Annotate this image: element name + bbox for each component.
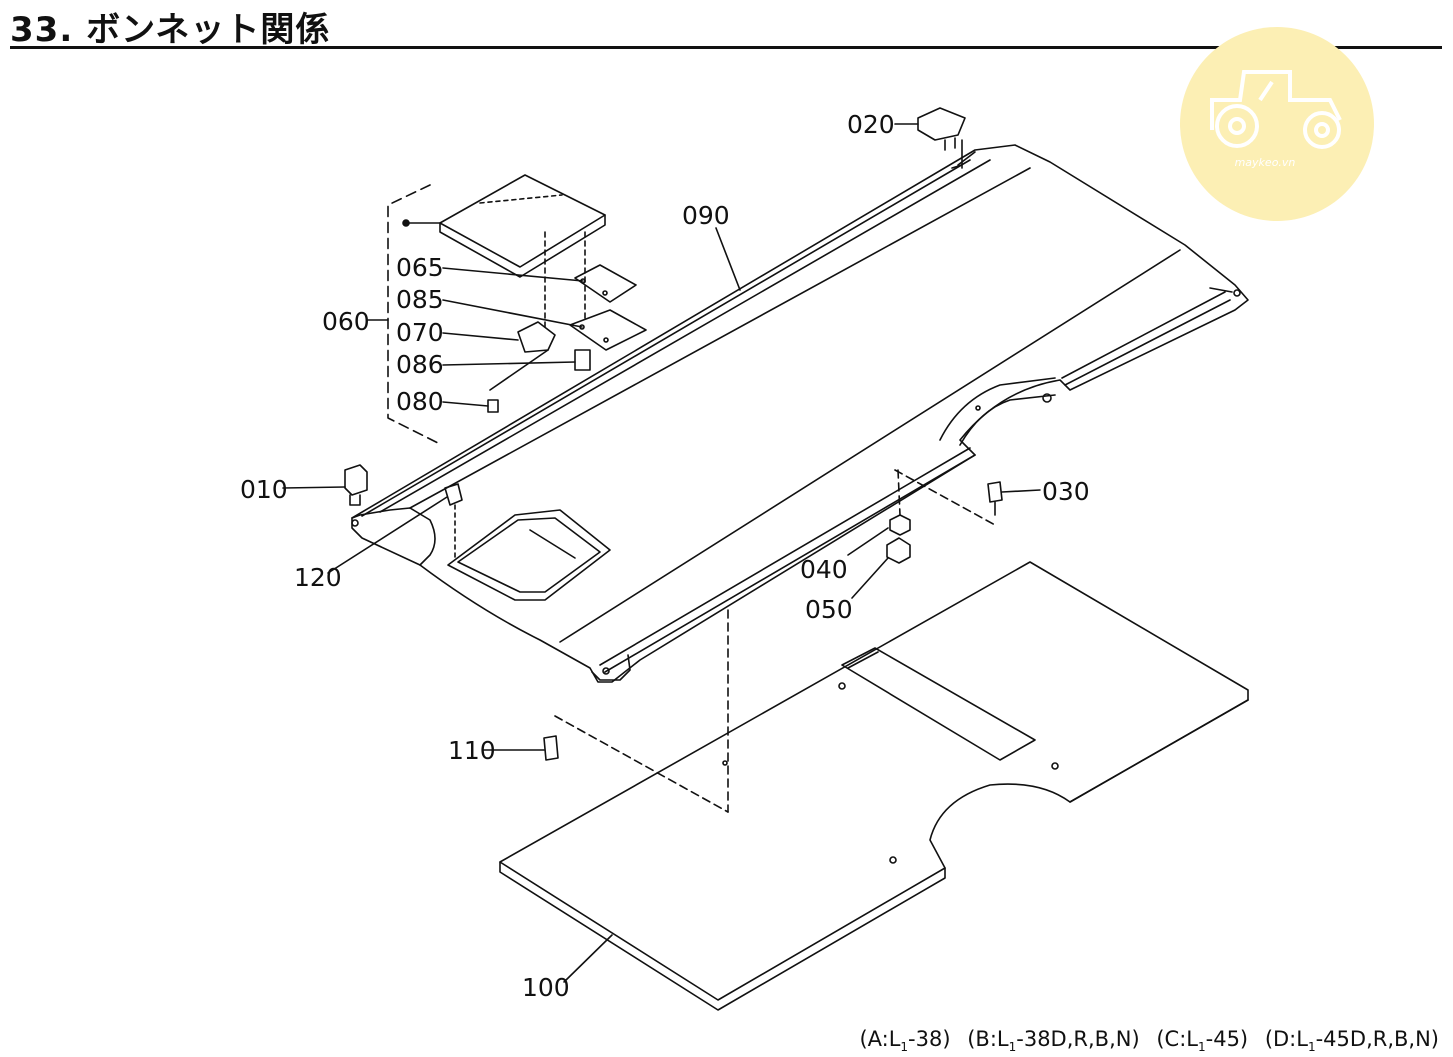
part-label-060: 060 bbox=[322, 307, 370, 336]
model-b-note: (B:L1-38D,R,B,N) bbox=[967, 1026, 1140, 1054]
part-label-020: 020 bbox=[847, 110, 895, 139]
screw-080 bbox=[487, 399, 499, 413]
part-label-080: 080 bbox=[396, 387, 444, 416]
bolt-110 bbox=[543, 735, 559, 761]
bolt-030 bbox=[987, 481, 1003, 503]
plate-085 bbox=[569, 309, 647, 351]
title-rule bbox=[10, 46, 1442, 49]
watermark-logo: maykeo.vn bbox=[1180, 27, 1374, 221]
page-title: 33. ボンネット関係 bbox=[10, 10, 331, 50]
bracket-060 bbox=[387, 184, 439, 444]
hinge-020 bbox=[917, 107, 966, 141]
nut-050 bbox=[886, 537, 911, 564]
model-a-note: (A:L1-38) bbox=[859, 1026, 951, 1054]
bonnet-panel bbox=[351, 144, 1249, 683]
part-label-050: 050 bbox=[805, 595, 853, 624]
bolt-010 bbox=[344, 464, 368, 496]
model-applicability-note: (A:L1-38) (B:L1-38D,R,B,N) (C:L1-45) (D:… bbox=[849, 1027, 1439, 1054]
part-label-086: 086 bbox=[396, 350, 444, 379]
screw-086 bbox=[574, 349, 591, 371]
cover-plate bbox=[439, 174, 606, 268]
watermark-text: maykeo.vn bbox=[1235, 156, 1296, 169]
part-label-085: 085 bbox=[396, 285, 444, 314]
part-label-010: 010 bbox=[240, 475, 288, 504]
floor-plate bbox=[499, 561, 1249, 1011]
model-c-note: (C:L1-45) bbox=[1156, 1026, 1249, 1054]
latch-070 bbox=[517, 321, 556, 353]
bolt-120 bbox=[444, 483, 463, 506]
part-label-070: 070 bbox=[396, 318, 444, 347]
part-label-090: 090 bbox=[682, 201, 730, 230]
nut-040 bbox=[889, 514, 911, 536]
part-labels: 010 020 030 040 050 060 065 070 080 085 … bbox=[240, 110, 1090, 1002]
part-label-110: 110 bbox=[448, 736, 496, 765]
part-label-120: 120 bbox=[294, 563, 342, 592]
part-label-040: 040 bbox=[800, 555, 848, 584]
model-d-note: (D:L1-45D,R,B,N) bbox=[1264, 1026, 1439, 1054]
hinge-065 bbox=[574, 264, 637, 303]
part-label-100: 100 bbox=[522, 973, 570, 1002]
part-label-030: 030 bbox=[1042, 477, 1090, 506]
part-label-065: 065 bbox=[396, 253, 444, 282]
